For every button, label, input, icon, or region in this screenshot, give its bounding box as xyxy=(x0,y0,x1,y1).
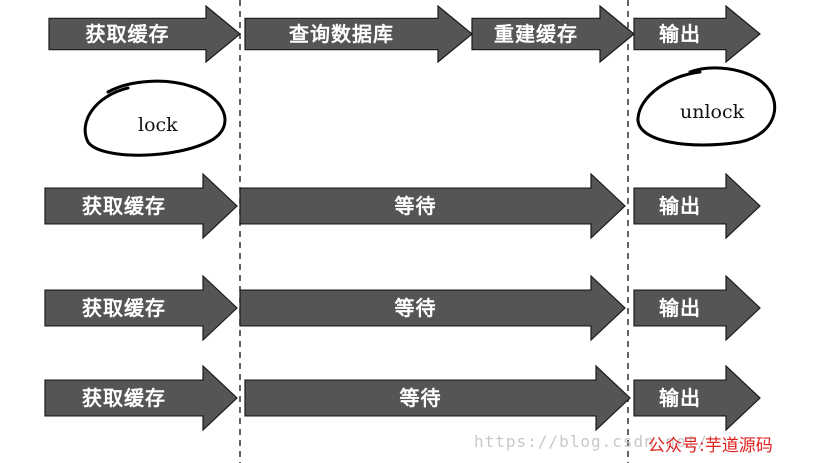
arrow-label: 查询数据库 xyxy=(289,22,394,46)
arrow-row-2: 获取缓存 等待 输出 xyxy=(44,172,761,240)
lock-circle xyxy=(83,79,227,157)
arrow-shape xyxy=(471,4,635,64)
arrow-label: 输出 xyxy=(659,22,701,46)
watermark-account: 公众号:芋道源码 xyxy=(648,436,773,456)
arrow-shape xyxy=(239,172,626,240)
arrow-shape xyxy=(633,172,761,240)
arrow-shape xyxy=(44,274,238,342)
arrow-label: 等待 xyxy=(395,194,437,218)
arrow-label: 输出 xyxy=(659,296,701,320)
arrow-shape xyxy=(244,4,473,64)
arrow-label: 获取缓存 xyxy=(82,386,166,410)
arrow-label: 重建缓存 xyxy=(494,22,578,46)
unlock-circle xyxy=(636,66,777,147)
arrow-label: 等待 xyxy=(400,386,442,410)
watermark-url: https://blog.csdn.net/ xyxy=(474,432,708,451)
arrow-label: 获取缓存 xyxy=(82,296,166,320)
arrow-shape xyxy=(48,4,241,64)
arrow-shape xyxy=(633,4,761,64)
arrows-layer: 获取缓存查询数据库重建缓存输出获取缓存等待输出获取缓存等待输出获取缓存等待输出 xyxy=(44,4,761,432)
arrow-shape xyxy=(633,364,761,432)
arrow-label: 获取缓存 xyxy=(82,194,166,218)
arrow-row-1: 获取缓存 查询数据库 重建缓存 输出 xyxy=(48,4,761,64)
arrow-label: 输出 xyxy=(659,386,701,410)
unlock-label: unlock xyxy=(680,101,745,123)
arrow-shape xyxy=(244,364,631,432)
arrow-row-3: 获取缓存 等待 输出 xyxy=(44,274,761,342)
watermark: https://blog.csdn.net/ 公众号:芋道源码 xyxy=(474,431,773,456)
arrow-label: 等待 xyxy=(395,296,437,320)
arrow-shape xyxy=(239,274,626,342)
arrow-row-4: 获取缓存 等待 输出 xyxy=(44,364,761,432)
arrow-label: 获取缓存 xyxy=(86,22,170,46)
arrow-shape xyxy=(633,274,761,342)
lock-label: lock xyxy=(138,114,178,136)
arrow-label: 输出 xyxy=(659,194,701,218)
arrow-shape xyxy=(44,172,238,240)
arrow-shape xyxy=(44,364,238,432)
